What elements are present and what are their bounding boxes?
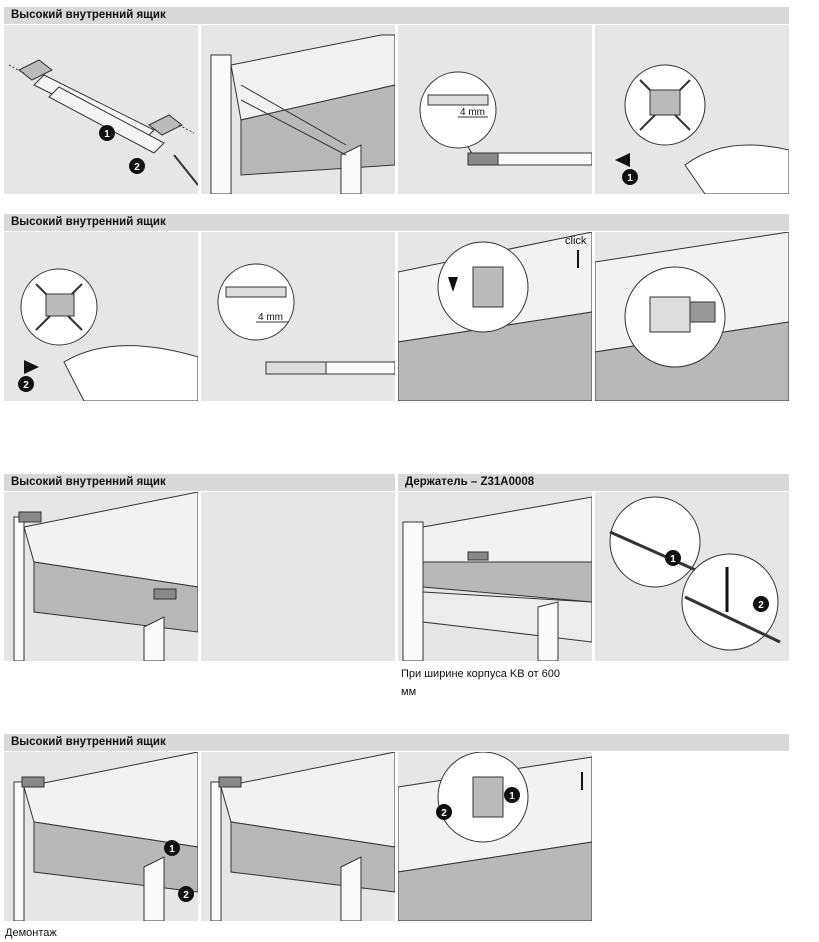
dimension-label: 4 mm [460, 107, 485, 118]
holder-note: При ширине корпуса KB от 600 мм [401, 668, 560, 698]
illustration-dismantle-step3: 2 1 [398, 752, 592, 921]
step-number: 2 [183, 890, 189, 901]
section-title: Высокий внутренний ящик [11, 736, 166, 748]
section-header-1: Высокий внутренний ящик [4, 7, 789, 24]
step-number: 1 [169, 844, 175, 855]
dimension-label: 4 mm [258, 312, 283, 323]
empty-panel [201, 492, 395, 661]
step-badge-2 [753, 596, 769, 612]
section-title: Высокий внутренний ящик [11, 216, 166, 228]
holder-caption: При ширине корпуса KB от 600 мм [401, 665, 566, 701]
step-number: 2 [134, 162, 140, 173]
step-number: 2 [441, 808, 447, 819]
illustration-rail-clip-insert: 2 [4, 232, 198, 401]
step-number: 2 [758, 600, 764, 611]
dismantle-caption: Демонтаж [5, 924, 57, 942]
step-number: 1 [627, 173, 633, 184]
section-title: Высокий внутренний ящик [11, 9, 166, 21]
illustration-dismantle-step1: 1 2 [4, 752, 198, 921]
step-badge-1 [99, 125, 115, 141]
step-badge-1 [665, 550, 681, 566]
illustration-rail-clip: 1 [595, 25, 789, 194]
illustration-drawer-front-mount [201, 25, 395, 194]
illustration-rail-assembly: 1 2 [4, 25, 198, 194]
step-badge-2 [436, 804, 452, 820]
illustration-holder-cabinet [398, 492, 592, 661]
step-number: 1 [509, 791, 515, 802]
illustration-drawer-removed [4, 492, 198, 661]
section-header-2: Высокий внутренний ящик [4, 214, 789, 231]
dismantle-label: Демонтаж [5, 927, 57, 939]
step-number: 2 [23, 380, 29, 391]
section-title: Высокий внутренний ящик [11, 476, 166, 488]
step-number: 1 [670, 554, 676, 565]
step-badge-1 [504, 787, 520, 803]
illustration-front-clip-detail [595, 232, 789, 401]
click-label: click [565, 235, 587, 247]
step-badge-2 [129, 158, 145, 174]
step-number: 1 [104, 129, 110, 140]
illustration-drawer-click: click [398, 232, 592, 401]
step-badge-2 [18, 376, 34, 392]
section-header-3: Высокий внутренний ящик [4, 474, 395, 491]
illustration-holder-detail: 1 2 [595, 492, 789, 661]
illustration-rail-4mm: 4 mm [398, 25, 592, 194]
section-header-holder: Держатель – Z31A0008 [398, 474, 789, 491]
illustration-dismantle-step2 [201, 752, 395, 921]
step-badge-1 [164, 840, 180, 856]
section-title: Держатель – Z31A0008 [405, 476, 535, 488]
section-header-4: Высокий внутренний ящик [4, 734, 789, 751]
step-badge-1 [622, 169, 638, 185]
step-badge-2 [178, 886, 194, 902]
illustration-rail-4mm-check: 4 mm [201, 232, 395, 401]
